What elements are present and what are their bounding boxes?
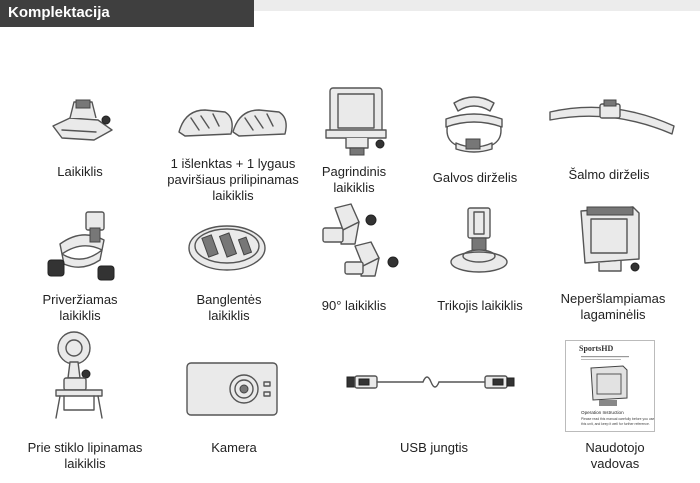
item-label: Kamera [211, 440, 257, 455]
usb-cable-icon [346, 375, 515, 389]
item-label: Banglentės laikiklis [196, 292, 262, 323]
manual-line-2: Please read this manual carefully before… [581, 417, 654, 421]
item-label: Galvos dirželis [432, 170, 518, 185]
main-frame-mount-icon [325, 87, 387, 156]
header-bar [254, 0, 700, 11]
item-label: Prie stiklo lipinamas laikiklis [27, 440, 143, 471]
mount-buckle-icon [52, 99, 113, 141]
manual-line-3: this unit, and keep it well for further … [581, 422, 650, 426]
item-label: Laikiklis [57, 164, 103, 179]
waterproof-case-icon [580, 206, 640, 272]
90-degree-mount-icon [322, 203, 399, 277]
handlebar-clamp-icon [47, 211, 115, 281]
head-strap-icon [445, 96, 503, 153]
adhesive-mounts-icon [178, 109, 287, 137]
item-label: Šalmo dirželis [568, 167, 650, 182]
item-label: Naudotojo vadovas [585, 440, 645, 471]
header-divider [0, 26, 254, 27]
tripod-mount-icon [450, 207, 508, 273]
item-label: Trikojis laikiklis [437, 298, 523, 313]
manual-line-1: Operation Instruction [581, 410, 624, 415]
camera-icon [186, 362, 278, 416]
item-label: Priveržiamas laikiklis [42, 292, 118, 323]
surfboard-mount-icon [188, 225, 266, 271]
item-label: Pagrindinis laikiklis [321, 164, 387, 195]
item-label: 1 išlenktas + 1 lygaus paviršiaus prilip… [167, 156, 299, 203]
manual-brand: SportsHD [579, 344, 613, 353]
section-title: Komplektacija [8, 4, 110, 21]
section-header: Komplektacija [0, 0, 254, 26]
item-label: Neperšlampiamas lagaminėlis [560, 291, 666, 322]
suction-cup-mount-icon [55, 331, 103, 419]
helmet-strap-icon [549, 99, 675, 135]
user-manual-icon: SportsHD Operation Instruction Please re… [565, 340, 655, 432]
item-label: 90° laikiklis [321, 298, 387, 313]
item-label: USB jungtis [400, 440, 468, 455]
